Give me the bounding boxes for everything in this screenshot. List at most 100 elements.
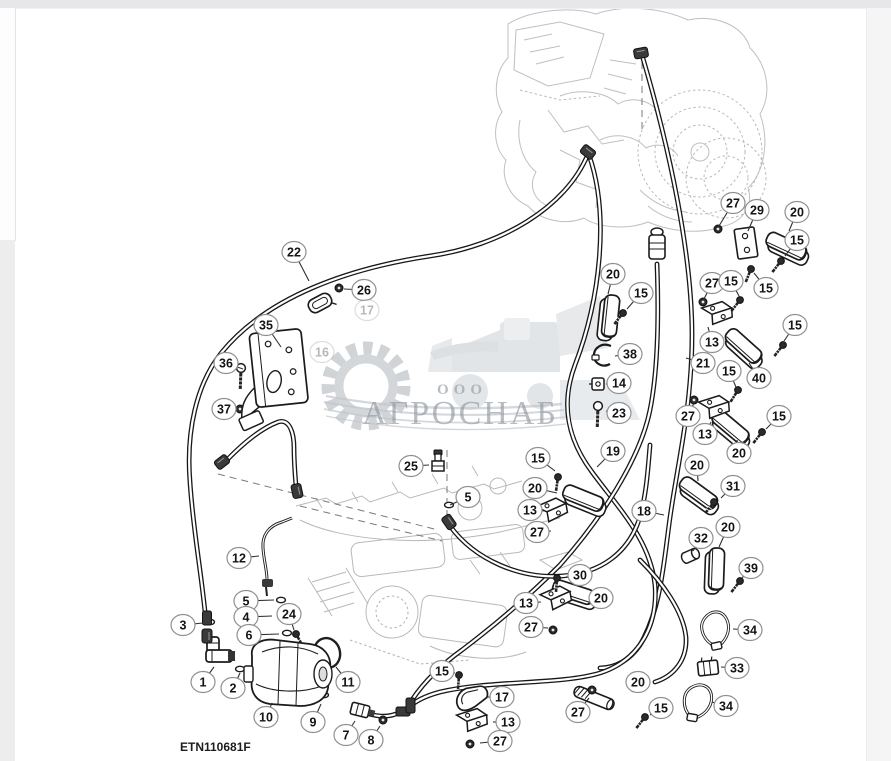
hose-jumper bbox=[221, 419, 299, 489]
callout-15[interactable]: 15 bbox=[753, 276, 779, 300]
part-fitting25 bbox=[431, 449, 445, 472]
callout-faint-16[interactable]: 16 bbox=[309, 340, 335, 364]
callout-number: 27 bbox=[524, 621, 538, 635]
callout-15[interactable]: 15 bbox=[525, 446, 551, 470]
callout-25[interactable]: 25 bbox=[398, 454, 424, 478]
callout-15[interactable]: 15 bbox=[716, 359, 742, 383]
part-washer bbox=[275, 596, 287, 604]
callout-34[interactable]: 34 bbox=[737, 618, 763, 642]
callout-number: 34 bbox=[743, 624, 757, 638]
callout-7[interactable]: 7 bbox=[333, 723, 359, 747]
callout-15[interactable]: 15 bbox=[718, 269, 744, 293]
callout-27[interactable]: 27 bbox=[524, 520, 550, 544]
callout-14[interactable]: 14 bbox=[606, 371, 632, 395]
callout-27[interactable]: 27 bbox=[720, 191, 746, 215]
part-elbow2 bbox=[395, 697, 416, 717]
callout-number: 39 bbox=[744, 562, 758, 576]
callout-number: 9 bbox=[310, 716, 317, 730]
callout-22[interactable]: 22 bbox=[281, 240, 307, 264]
hydraulic-hoses bbox=[186, 52, 695, 719]
callout-number: 25 bbox=[404, 460, 418, 474]
part-hfit bbox=[632, 46, 650, 60]
callout-number: 20 bbox=[732, 447, 746, 461]
hose-18 bbox=[597, 52, 695, 671]
callout-number: 4 bbox=[243, 611, 250, 625]
callout-number: 15 bbox=[772, 410, 786, 424]
callout-number: 16 bbox=[315, 346, 329, 360]
callout-20[interactable]: 20 bbox=[715, 515, 741, 539]
callout-15[interactable]: 15 bbox=[766, 404, 792, 428]
part-tie bbox=[679, 680, 716, 726]
callout-23[interactable]: 23 bbox=[606, 401, 632, 425]
callout-number: 33 bbox=[730, 662, 744, 676]
callout-20[interactable]: 20 bbox=[600, 262, 626, 286]
callout-20[interactable]: 20 bbox=[588, 586, 614, 610]
callout-37[interactable]: 37 bbox=[211, 397, 237, 421]
callout-19[interactable]: 19 bbox=[600, 439, 626, 463]
callout-20[interactable]: 20 bbox=[625, 670, 651, 694]
callout-2[interactable]: 2 bbox=[220, 676, 246, 700]
callout-24[interactable]: 24 bbox=[276, 602, 302, 626]
right-margin[interactable] bbox=[866, 8, 891, 761]
callout-15[interactable]: 15 bbox=[784, 228, 810, 252]
callout-20[interactable]: 20 bbox=[726, 441, 752, 465]
callout-17[interactable]: 17 bbox=[489, 685, 515, 709]
callout-faint-17[interactable]: 17 bbox=[354, 298, 380, 322]
callout-3[interactable]: 3 bbox=[170, 613, 196, 637]
callout-26[interactable]: 26 bbox=[351, 278, 377, 302]
callout-number: 27 bbox=[681, 410, 695, 424]
callout-30[interactable]: 30 bbox=[567, 563, 593, 587]
callout-number: 1 bbox=[200, 676, 207, 690]
callout-40[interactable]: 40 bbox=[746, 366, 772, 390]
callout-11[interactable]: 11 bbox=[335, 670, 361, 694]
callout-8[interactable]: 8 bbox=[358, 728, 384, 752]
callout-27[interactable]: 27 bbox=[487, 729, 513, 753]
callout-34[interactable]: 34 bbox=[713, 694, 739, 718]
callout-21[interactable]: 21 bbox=[690, 351, 716, 375]
callout-33[interactable]: 33 bbox=[724, 656, 750, 680]
callout-20[interactable]: 20 bbox=[784, 200, 810, 224]
callout-13[interactable]: 13 bbox=[495, 710, 521, 734]
callout-29[interactable]: 29 bbox=[744, 198, 770, 222]
callout-39[interactable]: 39 bbox=[738, 556, 764, 580]
callout-18[interactable]: 18 bbox=[631, 499, 657, 523]
transmission-sketch bbox=[295, 465, 584, 665]
callout-27[interactable]: 27 bbox=[675, 404, 701, 428]
part-screw bbox=[741, 263, 757, 285]
drawing-code: ETN110681F bbox=[180, 740, 251, 754]
callout-27[interactable]: 27 bbox=[699, 271, 725, 295]
callout-15[interactable]: 15 bbox=[648, 696, 674, 720]
callout-13[interactable]: 13 bbox=[517, 498, 543, 522]
callout-13[interactable]: 13 bbox=[699, 330, 725, 354]
part-screw bbox=[768, 254, 788, 276]
part-washer bbox=[281, 629, 293, 637]
callout-15[interactable]: 15 bbox=[429, 659, 455, 683]
callout-38[interactable]: 38 bbox=[617, 342, 643, 366]
part-washer bbox=[234, 665, 246, 673]
callout-number: 15 bbox=[435, 665, 449, 679]
callout-6[interactable]: 6 bbox=[236, 623, 262, 647]
callout-13[interactable]: 13 bbox=[513, 591, 539, 615]
callout-20[interactable]: 20 bbox=[684, 453, 710, 477]
callout-35[interactable]: 35 bbox=[253, 313, 279, 337]
callout-number: 31 bbox=[726, 480, 740, 494]
callout-36[interactable]: 36 bbox=[213, 351, 239, 375]
callout-9[interactable]: 9 bbox=[300, 710, 326, 734]
callout-15[interactable]: 15 bbox=[782, 313, 808, 337]
callout-27[interactable]: 27 bbox=[518, 615, 544, 639]
callout-20[interactable]: 20 bbox=[522, 476, 548, 500]
callout-10[interactable]: 10 bbox=[253, 705, 279, 729]
callout-15[interactable]: 15 bbox=[628, 281, 654, 305]
callout-5[interactable]: 5 bbox=[455, 485, 481, 509]
callout-1[interactable]: 1 bbox=[190, 670, 216, 694]
callout-number: 20 bbox=[528, 482, 542, 496]
callout-31[interactable]: 31 bbox=[720, 474, 746, 498]
left-panel bbox=[0, 8, 16, 241]
callout-number: 5 bbox=[243, 595, 250, 609]
callout-32[interactable]: 32 bbox=[688, 526, 714, 550]
callout-13[interactable]: 13 bbox=[692, 422, 718, 446]
callout-27[interactable]: 27 bbox=[565, 700, 591, 724]
part-nut bbox=[465, 739, 475, 749]
callout-12[interactable]: 12 bbox=[226, 546, 252, 570]
engine-sketch bbox=[495, 7, 768, 232]
